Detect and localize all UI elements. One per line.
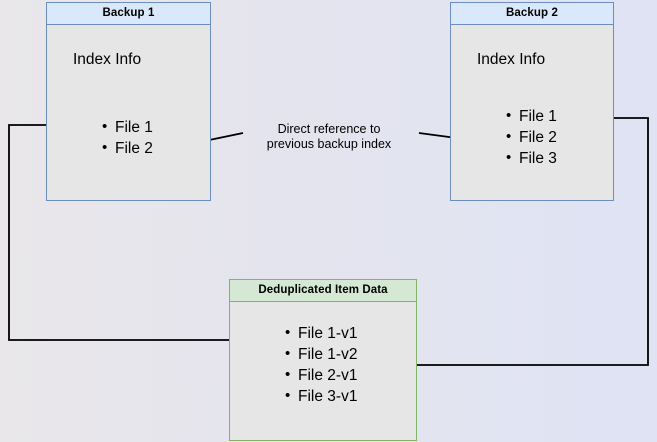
- node-backup-2-header: Backup 2: [451, 3, 613, 25]
- node-backup-2[interactable]: Backup 2 Index Info File 1 File 2 File 3: [450, 2, 614, 201]
- list-item: File 1: [506, 105, 557, 127]
- list-item: File 1-v2: [285, 343, 358, 365]
- edge-label-line-2: previous backup index: [266, 137, 392, 151]
- backup-2-index-info-label: Index Info: [477, 51, 546, 68]
- backup-2-file-list: File 1 File 2 File 3: [493, 105, 557, 169]
- edge-label-direct-reference: Direct reference to previous backup inde…: [247, 122, 411, 152]
- list-item: File 2: [102, 137, 153, 159]
- node-backup-1-header: Backup 1: [47, 3, 210, 25]
- list-item: File 3: [506, 147, 557, 169]
- node-backup-2-body: Index Info File 1 File 2 File 3: [451, 25, 613, 200]
- backup-1-index-info-label: Index Info: [73, 51, 142, 68]
- node-deduplicated-item-data[interactable]: Deduplicated Item Data File 1-v1 File 1-…: [229, 279, 417, 441]
- node-deduplicated-item-data-body: File 1-v1 File 1-v2 File 2-v1 File 3-v1: [230, 302, 416, 440]
- edge-label-line-1: Direct reference to: [277, 122, 381, 136]
- list-item: File 2-v1: [285, 364, 358, 386]
- list-item: File 3-v1: [285, 385, 358, 407]
- list-item: File 1-v1: [285, 322, 358, 344]
- list-item: File 2: [506, 126, 557, 148]
- dedup-file-list: File 1-v1 File 1-v2 File 2-v1 File 3-v1: [272, 322, 358, 407]
- node-backup-1[interactable]: Backup 1 Index Info File 1 File 2: [46, 2, 211, 201]
- backup-1-file-list: File 1 File 2: [89, 116, 153, 159]
- list-item: File 1: [102, 116, 153, 138]
- node-deduplicated-item-data-header: Deduplicated Item Data: [230, 280, 416, 302]
- node-backup-1-body: Index Info File 1 File 2: [47, 25, 210, 200]
